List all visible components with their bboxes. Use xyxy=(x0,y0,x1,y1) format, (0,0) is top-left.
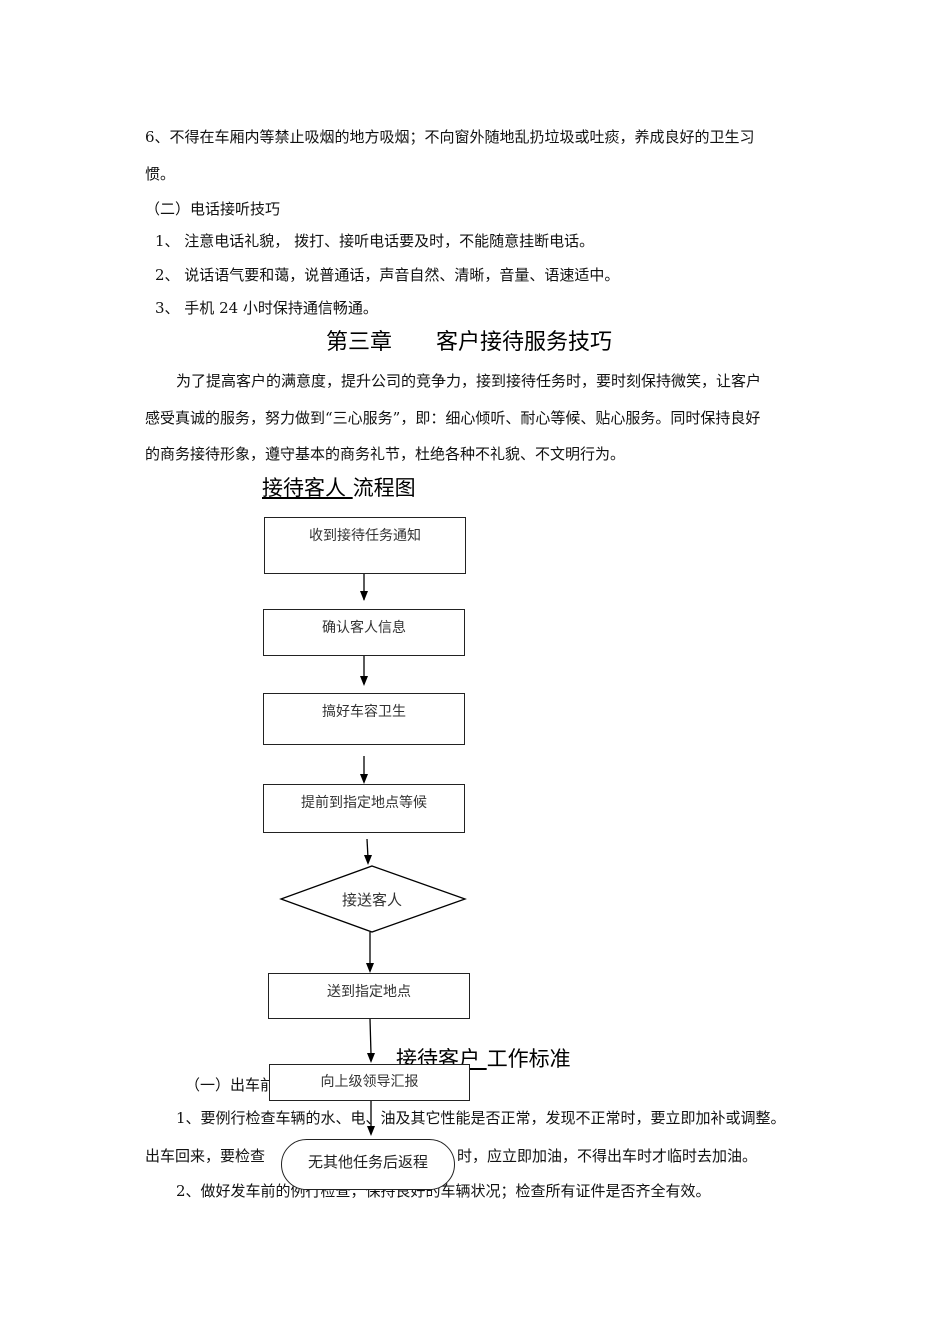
phone-item-2: 2、 说话语气要和蔼，说普通话，声音自然、清晰，音量、语速适中。 xyxy=(155,266,620,284)
flow-step-deliver-to-location: 送到指定地点 xyxy=(268,973,470,1019)
work-item-1-line-2-right: 时，应立即加油，不得出车时才临时去加油。 xyxy=(457,1147,758,1165)
chapter-intro-line-1: 为了提高客户的满意度，提升公司的竞争力，接到接待任务时，要时刻保持微笑，让客户 xyxy=(176,372,762,390)
rule-6-line-1: 6、不得在车厢内等禁止吸烟的地方吸烟；不向窗外随地乱扔垃圾或吐痰，养成良好的卫生… xyxy=(145,128,755,146)
flow-step-clean-vehicle: 搞好车容卫生 xyxy=(263,693,465,745)
flowchart-title-underlined: 接待客人 xyxy=(262,476,353,500)
work-standard-title-rest: 工作标准 xyxy=(486,1047,571,1071)
pre-departure-heading: （一）出车前 xyxy=(185,1076,276,1094)
phone-item-1: 1、 注意电话礼貌， 拨打、接听电话要及时，不能随意挂断电话。 xyxy=(155,232,595,250)
phone-skills-heading: （二）电话接听技巧 xyxy=(145,200,281,218)
flow-step-wait-at-location: 提前到指定地点等候 xyxy=(263,784,465,833)
flow-decision-pickup-guest: 接送客人 xyxy=(341,891,402,909)
chapter-title: 第三章 客户接待服务技巧 xyxy=(326,330,613,355)
flowchart-title: 接待客人 流程图 xyxy=(262,475,416,501)
rule-6-line-2: 惯。 xyxy=(145,165,176,183)
work-item-1-line-1: 1、要例行检查车辆的水、电、油及其它性能是否正常，发现不正常时，要立即加补或调整… xyxy=(176,1109,786,1127)
flowchart-title-rest: 流程图 xyxy=(352,476,416,500)
flow-terminal-return: 无其他任务后返程 xyxy=(281,1139,455,1190)
chapter-intro-line-3: 的商务接待形象，遵守基本的商务礼节，杜绝各种不礼貌、不文明行为。 xyxy=(145,445,626,463)
phone-item-3: 3、 手机 24 小时保持通信畅通。 xyxy=(155,299,378,317)
flow-step-confirm-guest-info: 确认客人信息 xyxy=(263,609,465,656)
work-item-1-line-2-left: 出车回来，要检查 xyxy=(145,1147,266,1165)
flow-step-report-to-supervisor: 向上级领导汇报 xyxy=(269,1064,470,1101)
flow-step-receive-task: 收到接待任务通知 xyxy=(264,517,466,574)
chapter-intro-line-2: 感受真诚的服务，努力做到“三心服务”，即：细心倾听、耐心等候、贴心服务。同时保持… xyxy=(145,409,761,427)
